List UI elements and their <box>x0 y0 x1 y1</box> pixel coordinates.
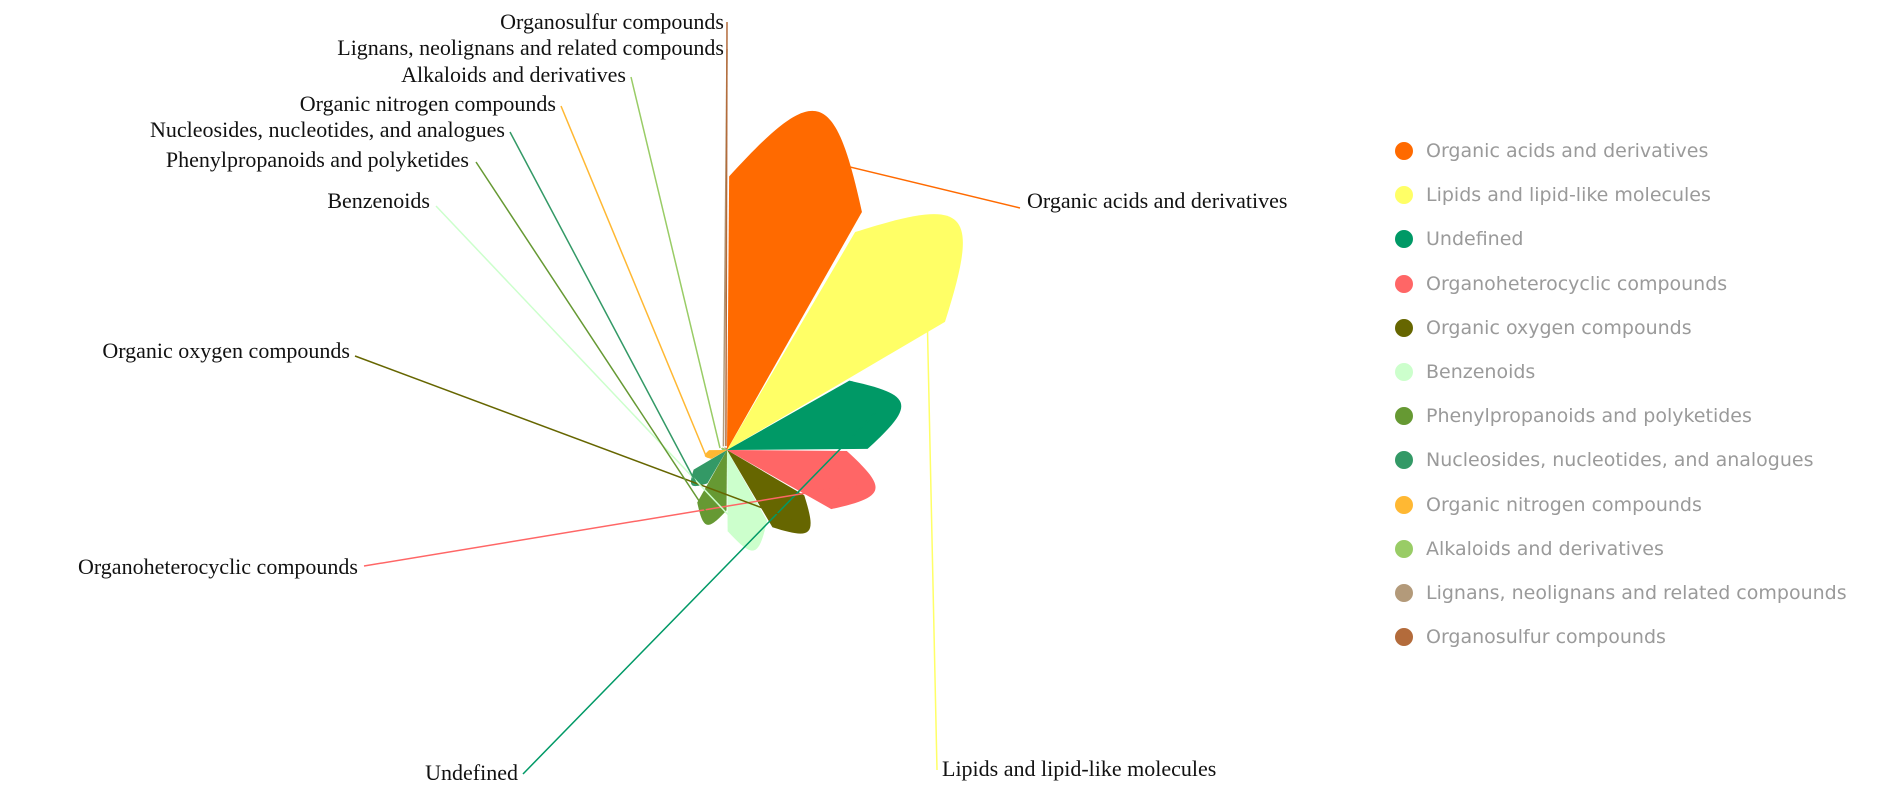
slice-label-4: Organoheterocyclic compounds <box>78 554 358 579</box>
legend-marker <box>1395 583 1413 602</box>
leader-lines-layer <box>354 21 1021 775</box>
legend-item-4[interactable]: Organoheterocyclic compounds <box>1395 262 1900 306</box>
leader-line-10 <box>630 76 721 449</box>
legend-item-11[interactable]: Lignans, neolignans and related compound… <box>1395 571 1900 615</box>
slice-label-9: Organic nitrogen compounds <box>300 91 556 116</box>
legend-marker <box>1395 539 1413 558</box>
rose-slice-10[interactable] <box>721 447 727 450</box>
rose-slice-5[interactable] <box>727 450 811 534</box>
leader-line-4 <box>363 484 857 567</box>
rose-slice-1[interactable] <box>727 110 862 450</box>
legend-marker <box>1395 363 1413 382</box>
rose-slice-12[interactable] <box>726 447 727 450</box>
legend-item-9[interactable]: Organic nitrogen compounds <box>1395 483 1900 527</box>
legend-label: Organic nitrogen compounds <box>1426 493 1702 516</box>
legend-label: Organoheterocyclic compounds <box>1426 272 1728 295</box>
slice-label-10: Alkaloids and derivatives <box>401 62 626 87</box>
leader-line-2 <box>925 251 938 771</box>
legend-label: Lignans, neolignans and related compound… <box>1426 581 1847 604</box>
slice-label-3: Undefined <box>425 760 518 785</box>
legend-item-1[interactable]: Organic acids and derivatives <box>1395 129 1900 173</box>
legend-marker <box>1395 628 1413 647</box>
leader-line-6 <box>435 205 752 540</box>
rose-slice-8[interactable] <box>690 450 727 487</box>
legend-label: Alkaloids and derivatives <box>1426 537 1664 560</box>
rose-slice-6[interactable] <box>727 450 768 551</box>
legend-marker <box>1395 186 1413 205</box>
legend-label: Lipids and lipid-like molecules <box>1426 184 1711 207</box>
slice-label-7: Phenylpropanoids and polyketides <box>166 147 469 172</box>
slice-label-11: Lignans, neolignans and related compound… <box>337 35 724 60</box>
legend-marker <box>1395 407 1413 426</box>
legend-item-12[interactable]: Organosulfur compounds <box>1395 615 1900 659</box>
leader-line-1 <box>805 155 1021 209</box>
leader-line-9 <box>560 105 707 456</box>
legend-item-6[interactable]: Benzenoids <box>1395 350 1900 394</box>
legend-label: Benzenoids <box>1426 361 1536 384</box>
rose-slice-2[interactable] <box>727 214 963 450</box>
rose-slice-4[interactable] <box>727 450 876 510</box>
slices-layer <box>690 110 963 551</box>
leader-line-3 <box>522 408 880 775</box>
legend-item-5[interactable]: Organic oxygen compounds <box>1395 306 1900 350</box>
rose-slice-11[interactable] <box>724 447 727 450</box>
leader-line-8 <box>509 131 697 482</box>
legend-label: Organic acids and derivatives <box>1426 140 1709 163</box>
legend-label: Phenylpropanoids and polyketides <box>1426 405 1752 428</box>
legend-marker <box>1395 142 1413 161</box>
legend-marker <box>1395 318 1413 337</box>
leader-line-7 <box>475 161 710 517</box>
slice-label-5: Organic oxygen compounds <box>102 338 350 363</box>
legend-item-2[interactable]: Lipids and lipid-like molecules <box>1395 173 1900 217</box>
slice-label-6: Benzenoids <box>327 188 430 213</box>
legend-item-8[interactable]: Nucleosides, nucleotides, and analogues <box>1395 438 1900 482</box>
legend-label: Undefined <box>1426 228 1524 251</box>
slice-label-1: Organic acids and derivatives <box>1027 188 1287 213</box>
legend-item-7[interactable]: Phenylpropanoids and polyketides <box>1395 394 1900 438</box>
legend-item-3[interactable]: Undefined <box>1395 217 1900 261</box>
rose-slice-9[interactable] <box>704 450 727 459</box>
slice-label-8: Nucleosides, nucleotides, and analogues <box>150 117 505 142</box>
legend-item-10[interactable]: Alkaloids and derivatives <box>1395 527 1900 571</box>
legend-label: Nucleosides, nucleotides, and analogues <box>1426 449 1814 472</box>
legend-label: Organosulfur compounds <box>1426 626 1666 649</box>
rose-slice-3[interactable] <box>727 380 902 450</box>
legend-label: Organic oxygen compounds <box>1426 316 1692 339</box>
slice-label-12: Organosulfur compounds <box>500 9 724 34</box>
legend-marker <box>1395 495 1413 514</box>
leader-line-12 <box>725 21 728 447</box>
legend-marker <box>1395 274 1413 293</box>
legend-marker <box>1395 451 1413 470</box>
legend-marker <box>1395 230 1413 249</box>
slice-label-2: Lipids and lipid-like molecules <box>942 756 1216 781</box>
leader-line-5 <box>354 355 799 523</box>
